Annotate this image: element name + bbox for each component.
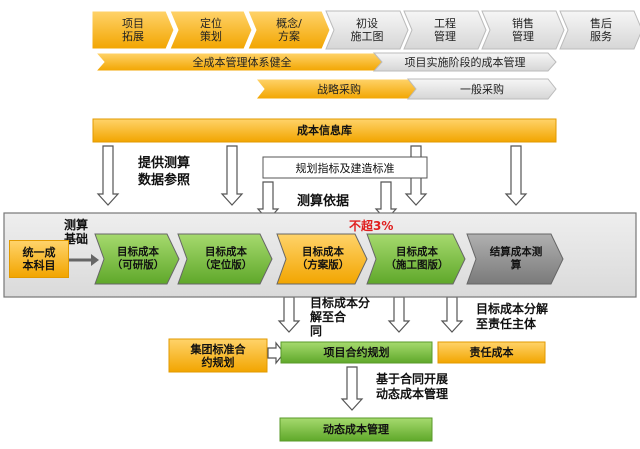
phase-chevron [169, 10, 253, 50]
hollow-down-arrow [504, 145, 528, 206]
group-to-project-arrow [267, 341, 285, 365]
stage-label: 目标成本 （可研版） [111, 246, 165, 271]
phase-label: 销售 管理 [512, 17, 534, 43]
implementation-stage-label: 项目实施阶段的成本管理 [404, 55, 526, 69]
phase-chevron [247, 10, 331, 50]
stage-chevron [276, 233, 368, 285]
phase-chevron [403, 10, 487, 50]
general-procurement-label: 一般采购 [460, 82, 504, 96]
unified-subject-arrowhead [91, 254, 99, 266]
provide-data-label: 提供测算 数据参照 [138, 156, 191, 188]
not-exceed-label: 不超3% [349, 219, 394, 233]
stage-label: 目标成本 （方案版） [296, 246, 350, 271]
stage-label: 目标成本 （施工图版） [385, 246, 449, 271]
hollow-down-arrow [220, 145, 244, 206]
responsible-cost-label: 责任成本 [469, 346, 514, 359]
calc-foundation-label: 测算 基础 [64, 218, 89, 246]
phase-chevron [325, 10, 409, 50]
phase-label: 概念/ 方案 [276, 17, 302, 43]
general-procurement-bar [406, 78, 557, 100]
phase-label: 初设 施工图 [350, 17, 384, 43]
full-cost-system-label: 全成本管理体系健全 [192, 55, 292, 69]
cost-info-db-label: 成本信息库 [297, 124, 352, 137]
stage-chevron [94, 233, 180, 285]
cost-info-db-box [92, 118, 557, 143]
stage-label: 目标成本 （定位版） [199, 246, 253, 271]
project-contract-plan-box [280, 341, 433, 364]
responsible-cost-box [437, 341, 546, 364]
phase-chevron [481, 10, 565, 50]
phase-label: 项目 拓展 [122, 17, 144, 43]
group-contract-plan-box [168, 338, 268, 373]
planning-index-label: 规划指标及建造标准 [295, 161, 395, 175]
stage-chevron [366, 233, 466, 285]
stage-chevron [177, 233, 273, 285]
decompose-contract-label: 目标成本分 解至合 同 [310, 296, 371, 338]
stage-label: 结算成本测 算 [489, 246, 543, 271]
dynamic-cost-mgmt-box [279, 417, 433, 442]
implementation-stage-bar [372, 52, 557, 72]
stage-chevron-row [94, 233, 564, 285]
phase-chevron [559, 10, 640, 50]
planning-index-box [262, 156, 428, 179]
project-contract-plan-label: 项目合约规划 [323, 346, 390, 359]
hollow-down-arrow [340, 366, 364, 411]
phase-label: 工程 管理 [434, 17, 456, 43]
phase-label: 定位 策划 [200, 17, 222, 43]
contract-dynamic-label: 基于合同开展 动态成本管理 [376, 372, 449, 401]
phase-label: 售后 服务 [590, 17, 612, 43]
calc-basis-label: 测算依据 [297, 194, 350, 209]
phase-chevron [91, 10, 175, 50]
phase-chevron-row [91, 10, 640, 50]
hollow-down-arrow [387, 296, 411, 333]
strategic-procurement-label: 战略采购 [317, 82, 361, 96]
hollow-down-arrow [440, 296, 464, 333]
hollow-down-arrow [277, 296, 301, 333]
group-contract-plan-label: 集团标准合 约规划 [190, 342, 246, 369]
stage-chevron [466, 233, 564, 285]
dynamic-cost-mgmt-label: 动态成本管理 [323, 423, 389, 436]
decompose-responsibility-label: 目标成本分解 至责任主体 [476, 302, 549, 331]
unified-subject-box: 统一成 本科目 [9, 240, 69, 278]
hollow-down-arrow [96, 145, 120, 206]
